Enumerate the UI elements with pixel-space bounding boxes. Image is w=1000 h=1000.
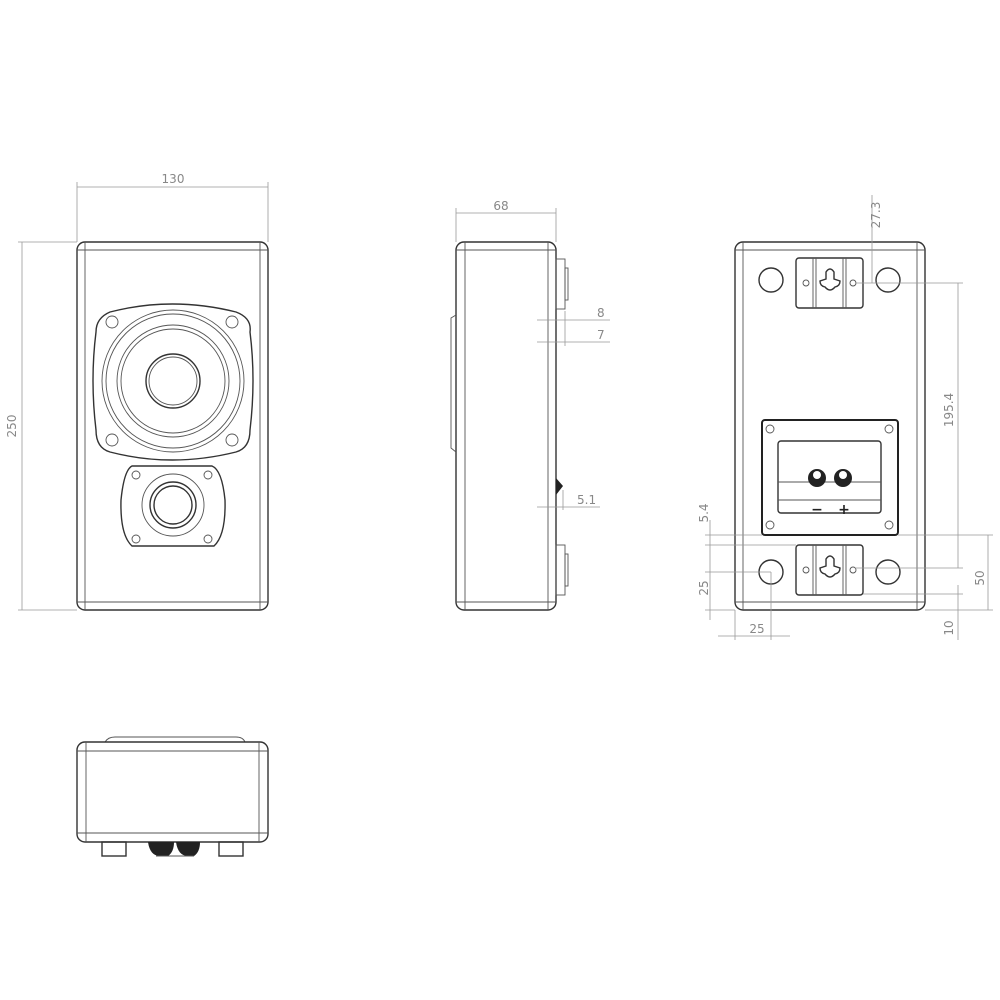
keyhole-bracket-bottom bbox=[795, 544, 864, 596]
side-view: 68 8 7 5.1 bbox=[450, 199, 610, 611]
dim-50-label: 50 bbox=[973, 570, 987, 585]
dim-10-label: 10 bbox=[942, 620, 956, 635]
terminal-plate: − + bbox=[761, 419, 899, 536]
height-label: 250 bbox=[5, 415, 19, 438]
width-dimension: 130 bbox=[76, 172, 269, 242]
negative-label: − bbox=[811, 502, 823, 518]
rear-dimensions: 27.3 195.4 50 10 5.4 25 25 bbox=[697, 195, 993, 640]
dim-25-vertical-label: 25 bbox=[697, 580, 711, 595]
front-view: 130 250 bbox=[5, 172, 269, 611]
dim-5-1-label: 5.1 bbox=[577, 493, 596, 507]
rear-view: − + 27.3 195.4 50 10 5.4 25 25 bbox=[697, 195, 993, 640]
positive-label: + bbox=[838, 502, 850, 518]
woofer bbox=[92, 303, 254, 461]
dim-27-3-label: 27.3 bbox=[869, 202, 883, 229]
bottom-view bbox=[76, 736, 269, 857]
dim-7-label: 7 bbox=[597, 328, 605, 342]
terminal-marker bbox=[556, 478, 563, 495]
dim-5-4-label: 5.4 bbox=[697, 503, 711, 522]
tweeter bbox=[120, 465, 226, 547]
width-label: 130 bbox=[162, 172, 185, 186]
height-dimension: 250 bbox=[5, 241, 77, 611]
depth-label: 68 bbox=[493, 199, 508, 213]
dim-195-4-label: 195.4 bbox=[942, 393, 956, 427]
keyhole-bracket-top bbox=[795, 257, 864, 309]
dim-8-label: 8 bbox=[597, 306, 605, 320]
dim-25-horizontal-label: 25 bbox=[749, 622, 764, 636]
